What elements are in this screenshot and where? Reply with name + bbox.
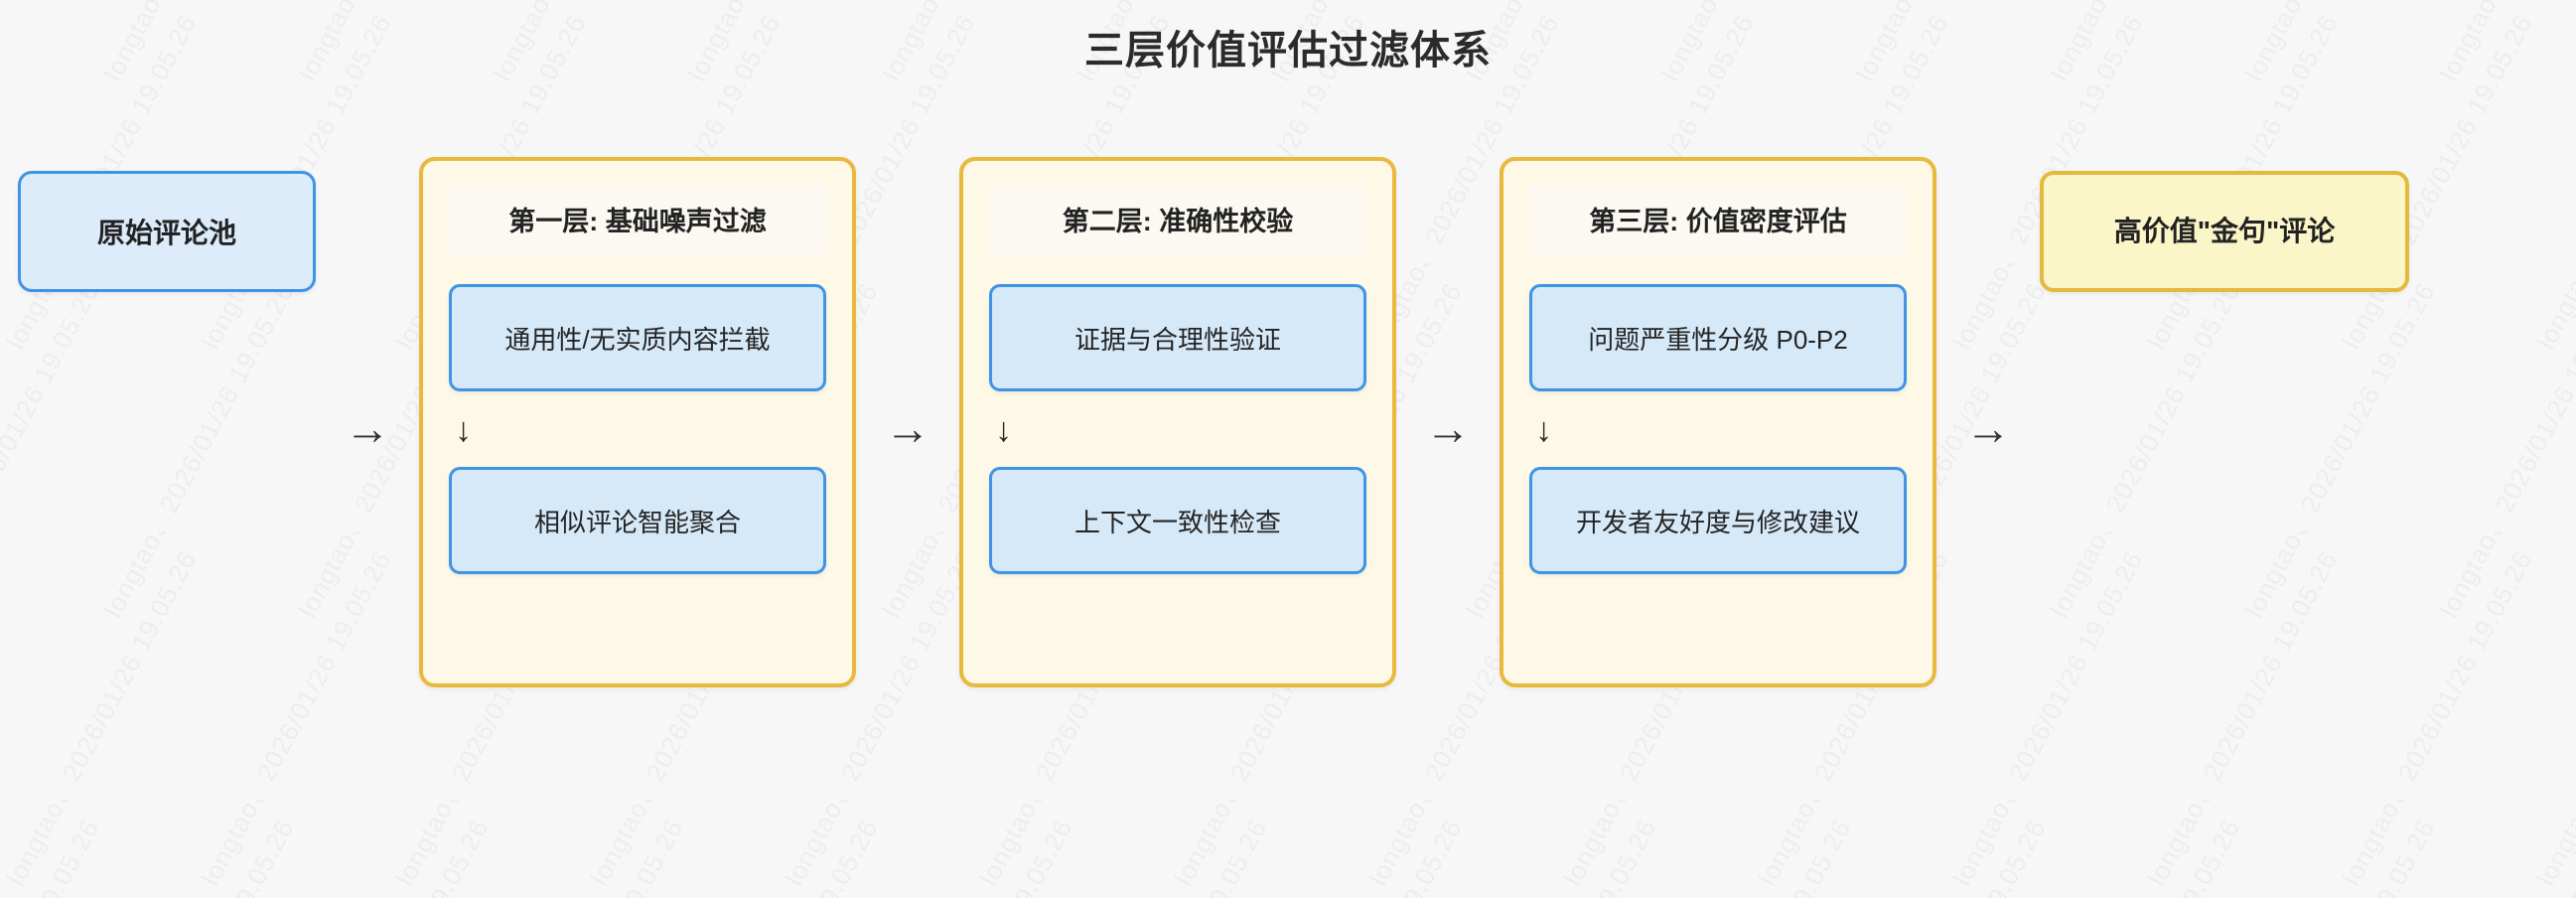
layer-2-step-2[interactable]: 上下文一致性检查 bbox=[989, 467, 1366, 574]
watermark-text: longtao、2026/01/26 19.05.26 bbox=[677, 812, 886, 898]
layer-2-down-arrow-icon: ↓ bbox=[995, 411, 1012, 449]
watermark-text: longtao、2026/01/26 19.05.26 bbox=[872, 812, 1080, 898]
layer-2-header: 第二层: 准确性校验 bbox=[989, 183, 1366, 256]
layer-panel-3[interactable]: 第三层: 价值密度评估 问题严重性分级 P0-P2 ↓ 开发者友好度与修改建议 bbox=[1500, 157, 1936, 687]
flow-arrow-2: → bbox=[856, 157, 959, 693]
layer-1-step-1-label: 通用性/无实质内容拦截 bbox=[504, 324, 771, 355]
start-node-label: 原始评论池 bbox=[96, 218, 236, 248]
watermark-text: longtao、2026/01/26 19.05.26 bbox=[1067, 812, 1275, 898]
layer-3-step-2[interactable]: 开发者友好度与修改建议 bbox=[1529, 467, 1907, 574]
layer-1-step-2[interactable]: 相似评论智能聚合 bbox=[449, 467, 826, 574]
layer-3-step-1-label: 问题严重性分级 P0-P2 bbox=[1588, 324, 1848, 355]
arrow-right-icon: → bbox=[885, 402, 930, 454]
end-node-high-value-comment[interactable]: 高价值"金句"评论 bbox=[2040, 171, 2409, 292]
layer-1-step-1[interactable]: 通用性/无实质内容拦截 bbox=[449, 284, 826, 391]
layer-3-down-arrow-icon: ↓ bbox=[1535, 411, 1552, 449]
watermark-text: longtao、2026/01/26 19.05.26 bbox=[2429, 812, 2576, 898]
arrow-right-icon: → bbox=[1425, 402, 1471, 454]
layer-panel-2[interactable]: 第二层: 准确性校验 证据与合理性验证 ↓ 上下文一致性检查 bbox=[959, 157, 1396, 687]
watermark-text: longtao、2026/01/26 19.05.26 bbox=[0, 812, 107, 898]
diagram-root: 三层价值评估过滤体系 原始评论池 → 第一层: 基础噪声过滤 通用性/无实质内容… bbox=[0, 29, 2576, 693]
layer-3-step-1[interactable]: 问题严重性分级 P0-P2 bbox=[1529, 284, 1907, 391]
watermark-text: longtao、2026/01/26 19.05.26 bbox=[2040, 812, 2248, 898]
layer-1-down-arrow-icon: ↓ bbox=[455, 411, 472, 449]
layer-2-step-2-label: 上下文一致性检查 bbox=[1073, 507, 1281, 537]
watermark-text: longtao、2026/01/26 19.05.26 bbox=[1650, 812, 1859, 898]
watermark-text: longtao、2026/01/26 19.05.26 bbox=[1456, 812, 1664, 898]
watermark-text: longtao、2026/01/26 19.05.26 bbox=[2234, 812, 2443, 898]
layer-3-header: 第三层: 价值密度评估 bbox=[1529, 183, 1907, 256]
layer-1-step-2-label: 相似评论智能聚合 bbox=[533, 507, 741, 537]
flow-arrow-3: → bbox=[1396, 157, 1500, 693]
arrow-right-icon: → bbox=[1965, 402, 2011, 454]
end-node-label: 高价值"金句"评论 bbox=[2113, 216, 2336, 247]
page-title: 三层价值评估过滤体系 bbox=[1084, 29, 1492, 73]
watermark-text: longtao、2026/01/26 19.05.26 bbox=[288, 812, 497, 898]
watermark-text: longtao、2026/01/26 19.05.26 bbox=[483, 812, 691, 898]
layer-3-step-2-label: 开发者友好度与修改建议 bbox=[1575, 507, 1860, 537]
flow-arrow-1: → bbox=[316, 157, 419, 693]
layer-2-spacer bbox=[989, 574, 1366, 658]
layer-panel-1[interactable]: 第一层: 基础噪声过滤 通用性/无实质内容拦截 ↓ 相似评论智能聚合 bbox=[419, 157, 856, 687]
layer-3-spacer bbox=[1529, 574, 1907, 658]
layer-2-step-1[interactable]: 证据与合理性验证 bbox=[989, 284, 1366, 391]
flow-arrow-4: → bbox=[1936, 157, 2040, 693]
watermark-text: longtao、2026/01/26 19.05.26 bbox=[93, 812, 302, 898]
start-node-raw-comment-pool[interactable]: 原始评论池 bbox=[18, 171, 316, 292]
layer-2-step-1-label: 证据与合理性验证 bbox=[1073, 324, 1281, 355]
watermark-text: longtao、2026/01/26 19.05.26 bbox=[1845, 812, 2054, 898]
layer-1-spacer bbox=[449, 574, 826, 658]
flow-container: 原始评论池 → 第一层: 基础噪声过滤 通用性/无实质内容拦截 ↓ 相似评论智能… bbox=[0, 157, 2576, 693]
arrow-right-icon: → bbox=[345, 402, 390, 454]
watermark-text: longtao、2026/01/26 19.05.26 bbox=[1261, 812, 1470, 898]
layer-1-header: 第一层: 基础噪声过滤 bbox=[449, 183, 826, 256]
